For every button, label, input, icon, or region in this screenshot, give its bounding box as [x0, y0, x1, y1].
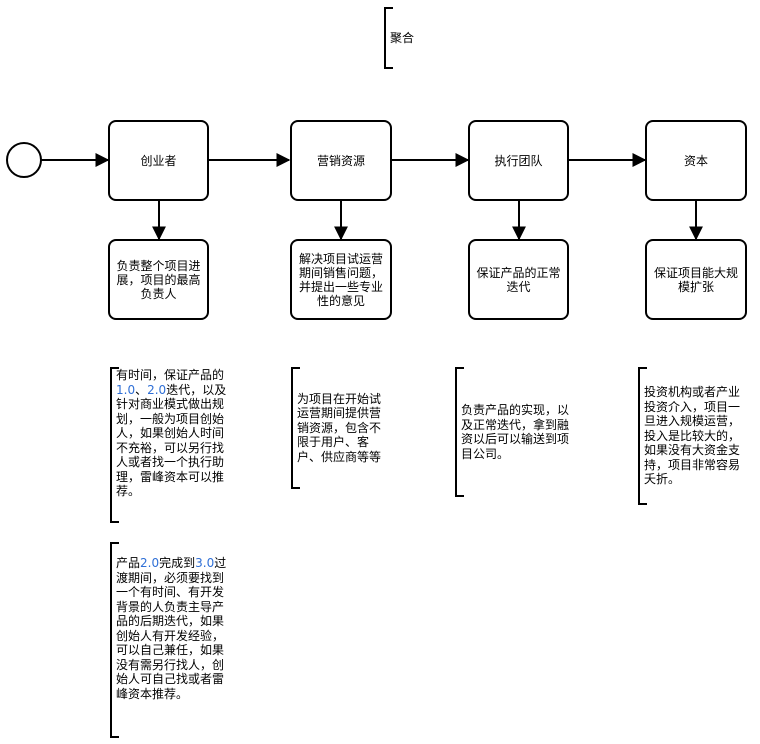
annotation-marketing[interactable]: 为项目在开始试运营期间提供营销资源，包含不限于用户、客户、供应商等等 — [291, 367, 385, 489]
task-founder-label: 创业者 — [140, 153, 177, 168]
founder-1-text-b: 迭代，以及针对商业模式做出规划，一般为项目创始人，如果创始人时间不充裕，可以另行… — [116, 382, 227, 499]
marketing-annotation-text: 为项目在开始试运营期间提供营销资源，包含不限于用户、客户、供应商等等 — [297, 391, 382, 464]
annotation-founder-1[interactable]: 有时间，保证产品的1.0、2.0迭代，以及针对商业模式做出规划，一般为项目创始人… — [110, 367, 232, 523]
task-capital-description[interactable]: 保证项目能大规模扩张 — [645, 239, 747, 320]
task-founder-description[interactable]: 负责整个项目进展，项目的最高负责人 — [108, 239, 209, 320]
capital-description-text: 保证项目能大规模扩张 — [653, 265, 738, 294]
aggregate-label: 聚合 — [390, 30, 415, 45]
marketing-description-text: 解决项目试运营期间销售问题，并提出一些专业性的意见 — [298, 251, 383, 308]
annotation-capital[interactable]: 投资机构或者产业投资介入，项目一旦进入规模运营，投入是比较大的，如果没有大资金支… — [638, 367, 746, 505]
task-marketing-description[interactable]: 解决项目试运营期间销售问题，并提出一些专业性的意见 — [290, 239, 392, 320]
task-capital-label: 资本 — [683, 153, 708, 168]
task-team-label: 执行团队 — [494, 153, 543, 168]
founder-2-version-b: 3.0 — [195, 556, 215, 570]
capital-annotation-text: 投资机构或者产业投资介入，项目一旦进入规模运营，投入是比较大的，如果没有大资金支… — [644, 385, 741, 486]
founder-2-version-a: 2.0 — [140, 556, 160, 570]
founder-1-text-a: 有时间，保证产品的 — [116, 368, 225, 382]
founder-2-text-a: 产品 — [116, 556, 141, 570]
aggregate-annotation[interactable]: 聚合 — [384, 7, 444, 69]
task-marketing-label: 营销资源 — [316, 153, 365, 168]
start-event[interactable] — [6, 142, 42, 178]
team-annotation-text: 负责产品的实现，以及正常迭代，拿到融资以后可以输送到项目公司。 — [461, 403, 570, 461]
team-description-text: 保证产品的正常迭代 — [476, 265, 561, 294]
task-capital[interactable]: 资本 — [645, 120, 747, 201]
task-team[interactable]: 执行团队 — [468, 120, 569, 201]
annotation-team[interactable]: 负责产品的实现，以及正常迭代，拿到融资以后可以输送到项目公司。 — [455, 367, 573, 497]
founder-1-version-a: 1.0 — [116, 382, 136, 397]
task-team-description[interactable]: 保证产品的正常迭代 — [468, 239, 569, 320]
founder-description-text: 负责整个项目进展，项目的最高负责人 — [116, 258, 201, 301]
task-founder[interactable]: 创业者 — [108, 120, 209, 201]
founder-2-text-c: 过渡期间，必须要找到一个有时间、有开发背景的人负责主导产品的后期迭代，如果创始人… — [116, 556, 227, 701]
founder-1-version-b: 2.0 — [147, 382, 167, 397]
annotation-founder-2[interactable]: 产品2.0完成到3.0过渡期间，必须要找到一个有时间、有开发背景的人负责主导产品… — [110, 542, 232, 738]
founder-1-sep: 、 — [135, 382, 148, 397]
founder-2-text-b: 完成到 — [159, 556, 196, 570]
task-marketing[interactable]: 营销资源 — [290, 120, 392, 201]
